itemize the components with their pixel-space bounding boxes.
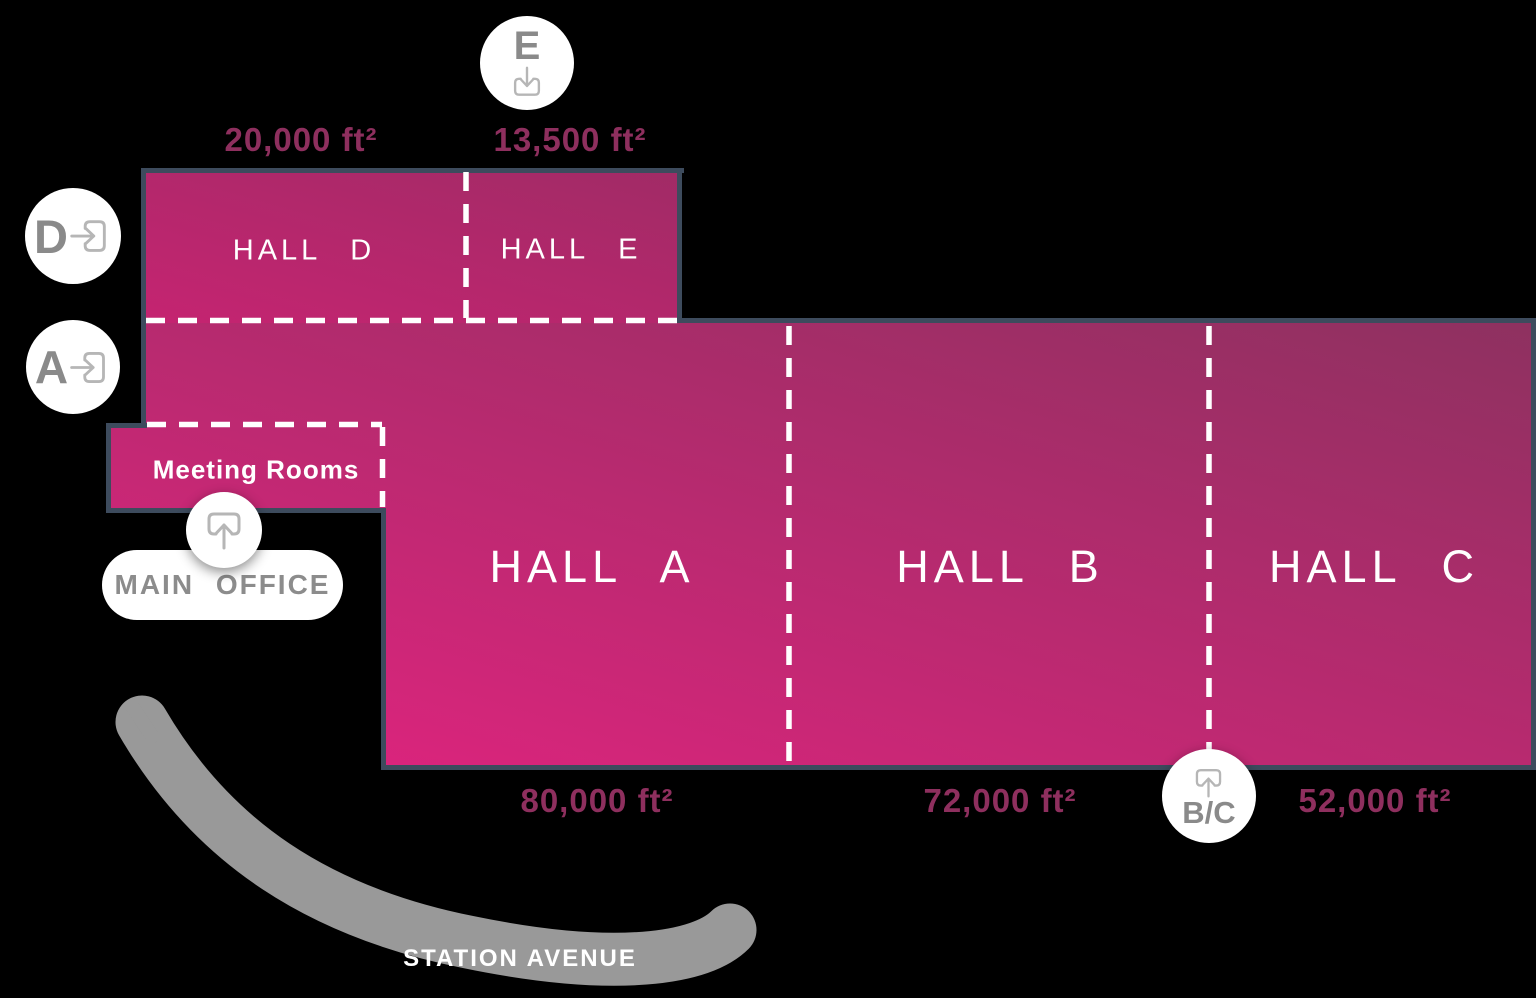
entrance-d-label: D: [34, 209, 68, 263]
door-arrow-right-icon: [70, 351, 106, 383]
entrance-bc: B/C: [1162, 749, 1256, 843]
main-office-label: MAIN OFFICE: [114, 569, 331, 600]
hall-c-area-label: 52,000 ft²: [1298, 782, 1452, 819]
station-avenue-label: STATION AVENUE: [403, 945, 637, 972]
hall-b-name: HALL B: [896, 541, 1104, 592]
door-arrow-up-icon: [1196, 769, 1222, 798]
hall-a-name: HALL A: [489, 541, 695, 592]
hall-b-area-label: 72,000 ft²: [923, 782, 1077, 819]
meeting-rooms-label: Meeting Rooms: [152, 454, 360, 485]
entrance-a: A: [26, 320, 120, 414]
entrance-e-label: E: [513, 23, 541, 68]
hall-d-name: HALL D: [232, 234, 376, 267]
entrance-bc-label: B/C: [1182, 795, 1236, 830]
entrance-d: D: [25, 188, 121, 284]
hall-c-name: HALL C: [1269, 541, 1479, 592]
door-arrow-down-icon: [513, 66, 541, 96]
hall-e-name: HALL E: [500, 233, 642, 266]
hall-a-area-label: 80,000 ft²: [520, 782, 674, 819]
main-office-entrance: [186, 492, 262, 568]
hall-e-area-label: 13,500 ft²: [493, 121, 647, 158]
entrance-a-label: A: [34, 341, 69, 393]
hall-de-block: [145, 172, 680, 323]
door-arrow-up-icon: [207, 512, 241, 550]
hall-d-area-label: 20,000 ft²: [224, 121, 378, 158]
station-avenue-road-tip: [125, 699, 159, 743]
entrance-e: E: [480, 16, 574, 110]
door-arrow-right-icon: [70, 220, 106, 252]
